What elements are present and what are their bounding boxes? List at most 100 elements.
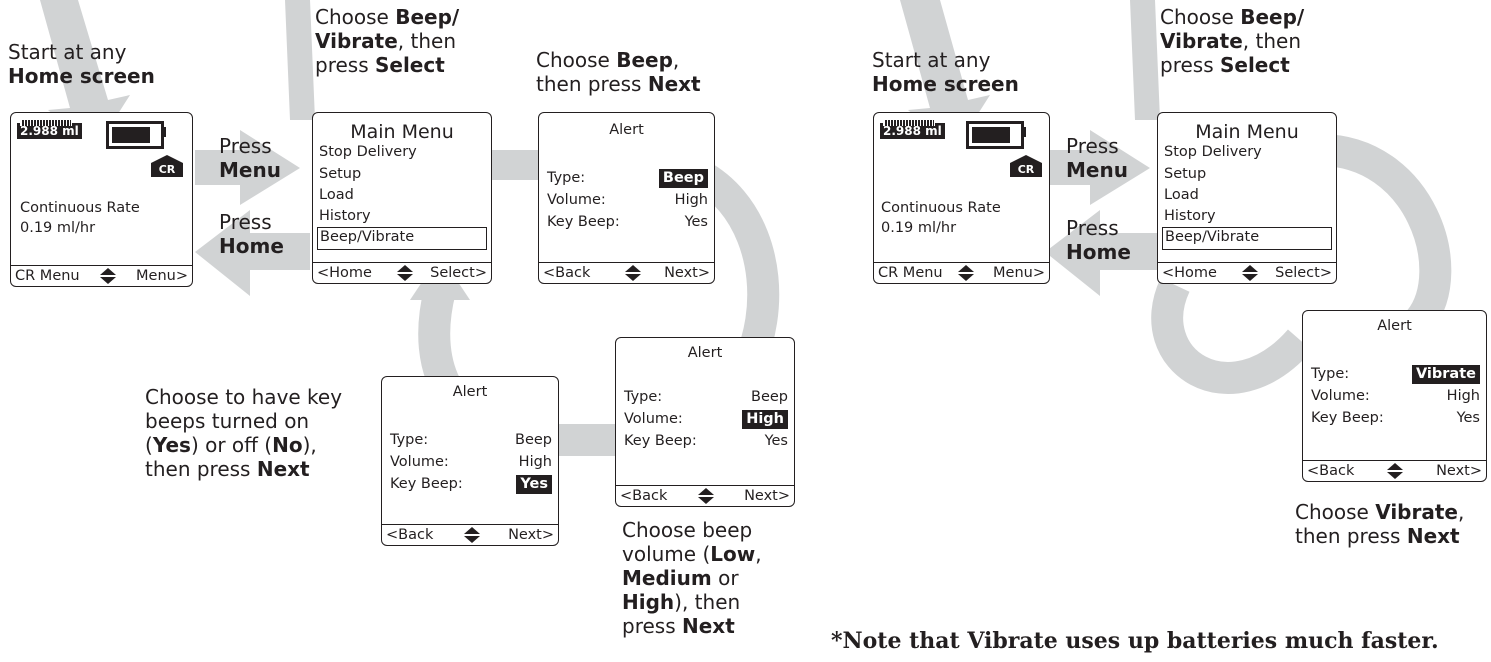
alert-title: Alert <box>452 384 488 400</box>
softkey-back[interactable]: <Back <box>386 527 434 543</box>
cap-bold: Next <box>1406 524 1460 548</box>
caption-press-menu: Press Menu <box>219 134 281 182</box>
updown-arrows-icon[interactable] <box>625 265 641 281</box>
main-menu-title: Main Menu <box>350 121 454 143</box>
caption-start-right: Start at any Home screen <box>872 48 1019 96</box>
menu-item-stop-delivery[interactable]: Stop Delivery <box>1164 144 1262 160</box>
alert-screen-volume: Alert Type:Beep Volume:High Key Beep:Yes… <box>615 337 795 507</box>
softkey-bar: <Home Select> <box>313 262 491 283</box>
volume-label: Volume: <box>390 454 449 470</box>
cap-text: Choose to have key <box>145 385 343 409</box>
updown-arrows-icon[interactable] <box>1242 265 1258 281</box>
cap-text: Choose <box>536 48 617 72</box>
softkey-home[interactable]: <Home <box>317 265 372 281</box>
volume-label: Volume: <box>624 411 683 427</box>
type-label: Type: <box>624 389 663 405</box>
keybeep-value: Yes <box>764 433 788 449</box>
softkey-back[interactable]: <Back <box>620 488 668 504</box>
mode-name: Continuous Rate <box>20 200 140 216</box>
caption-choose-beep: Choose Beep, then press Next <box>536 48 701 96</box>
softkey-cr-menu[interactable]: CR Menu <box>878 265 943 281</box>
menu-item-setup[interactable]: Setup <box>1164 166 1207 182</box>
battery-icon <box>106 121 164 149</box>
cr-badge: CR <box>151 155 183 177</box>
cap-text: , <box>755 542 762 566</box>
cap-text: ( <box>145 433 153 457</box>
cr-badge: CR <box>1010 155 1042 177</box>
updown-arrows-icon[interactable] <box>698 488 714 504</box>
volume-bar <box>20 119 72 126</box>
cap-text: Start at any <box>872 48 991 72</box>
menu-item-load[interactable]: Load <box>319 187 354 203</box>
alert-screen-type: Alert Type:Beep Volume:High Key Beep:Yes… <box>538 112 715 284</box>
caption-choose-beepvibrate: Choose Beep/ Vibrate, then press Select <box>315 5 459 77</box>
alert-screen-vibrate: Alert Type:Vibrate Volume:High Key Beep:… <box>1302 310 1487 482</box>
cap-text: , then <box>1242 29 1302 53</box>
cr-badge-text: CR <box>1010 163 1042 177</box>
type-label: Type: <box>1311 366 1350 382</box>
type-value: Beep <box>515 432 552 448</box>
softkey-cr-menu[interactable]: CR Menu <box>15 268 80 284</box>
menu-item-load[interactable]: Load <box>1164 187 1199 203</box>
cap-text: press <box>1160 53 1220 77</box>
cap-text: , <box>672 48 680 72</box>
menu-item-history[interactable]: History <box>319 208 371 224</box>
arrow-choose-beepvibrate <box>285 0 315 120</box>
cap-text: beeps turned on <box>145 409 310 433</box>
cr-badge-text: CR <box>151 163 183 177</box>
alert-screen-keybeep: Alert Type:Beep Volume:High Key Beep:Yes… <box>381 376 559 546</box>
cap-bold: Home screen <box>872 72 1019 96</box>
cap-bold: No <box>272 433 303 457</box>
cap-bold: Next <box>256 457 310 481</box>
softkey-next[interactable]: Next> <box>1436 463 1482 479</box>
type-value-selected[interactable]: Beep <box>658 169 708 188</box>
cap-text: volume ( <box>622 542 711 566</box>
softkey-next[interactable]: Next> <box>508 527 554 543</box>
menu-item-history[interactable]: History <box>1164 208 1216 224</box>
menu-item-beep-vibrate-selected[interactable]: Beep/Vibrate <box>317 227 487 250</box>
type-value-selected[interactable]: Vibrate <box>1411 365 1480 384</box>
alert-title: Alert <box>609 122 644 138</box>
menu-item-setup[interactable]: Setup <box>319 166 362 182</box>
cap-text: Press <box>219 134 272 158</box>
softkey-menu[interactable]: Menu> <box>136 268 188 284</box>
cap-bold: Next <box>647 72 701 96</box>
softkey-bar: CR Menu Menu> <box>874 262 1049 283</box>
softkey-select[interactable]: Select> <box>1275 265 1332 281</box>
softkey-home[interactable]: <Home <box>1162 265 1217 281</box>
softkey-back[interactable]: <Back <box>1307 463 1355 479</box>
updown-arrows-icon[interactable] <box>100 268 116 284</box>
keybeep-value: Yes <box>1456 410 1480 426</box>
softkey-menu[interactable]: Menu> <box>993 265 1045 281</box>
softkey-next[interactable]: Next> <box>664 265 710 281</box>
softkey-next[interactable]: Next> <box>744 488 790 504</box>
softkey-bar: <Back Next> <box>616 485 794 506</box>
cap-bold: Beep/ <box>395 5 460 29</box>
cap-bold: Home <box>1066 240 1131 264</box>
menu-item-stop-delivery[interactable]: Stop Delivery <box>319 144 417 160</box>
updown-arrows-icon[interactable] <box>958 265 974 281</box>
cap-text: Choose <box>1295 500 1376 524</box>
vibrate-battery-note: *Note that Vibrate uses up batteries muc… <box>831 628 1439 654</box>
keybeep-label: Key Beep: <box>1311 410 1384 426</box>
cap-bold: Next <box>681 614 735 638</box>
softkey-bar: <Back Next> <box>382 524 558 545</box>
volume-value-selected[interactable]: High <box>742 410 788 429</box>
updown-arrows-icon[interactable] <box>1387 463 1403 479</box>
updown-arrows-icon[interactable] <box>397 265 413 281</box>
softkey-back[interactable]: <Back <box>543 265 591 281</box>
cap-text: or <box>711 566 739 590</box>
arrow-home-left-2 <box>1045 210 1160 296</box>
softkey-select[interactable]: Select> <box>430 265 487 281</box>
arrow-menu-to-alert <box>485 150 545 180</box>
alert-title: Alert <box>1377 318 1412 334</box>
softkey-bar: <Back Next> <box>1303 460 1486 481</box>
cap-text: Press <box>219 210 272 234</box>
cap-text: ), <box>302 433 317 457</box>
alert-title: Alert <box>687 345 723 361</box>
cap-bold: Vibrate <box>1375 500 1458 524</box>
updown-arrows-icon[interactable] <box>464 527 480 543</box>
keybeep-value-selected[interactable]: Yes <box>516 475 552 494</box>
menu-item-beep-vibrate-selected[interactable]: Beep/Vibrate <box>1162 227 1332 250</box>
mode-rate: 0.19 ml/hr <box>881 220 957 236</box>
